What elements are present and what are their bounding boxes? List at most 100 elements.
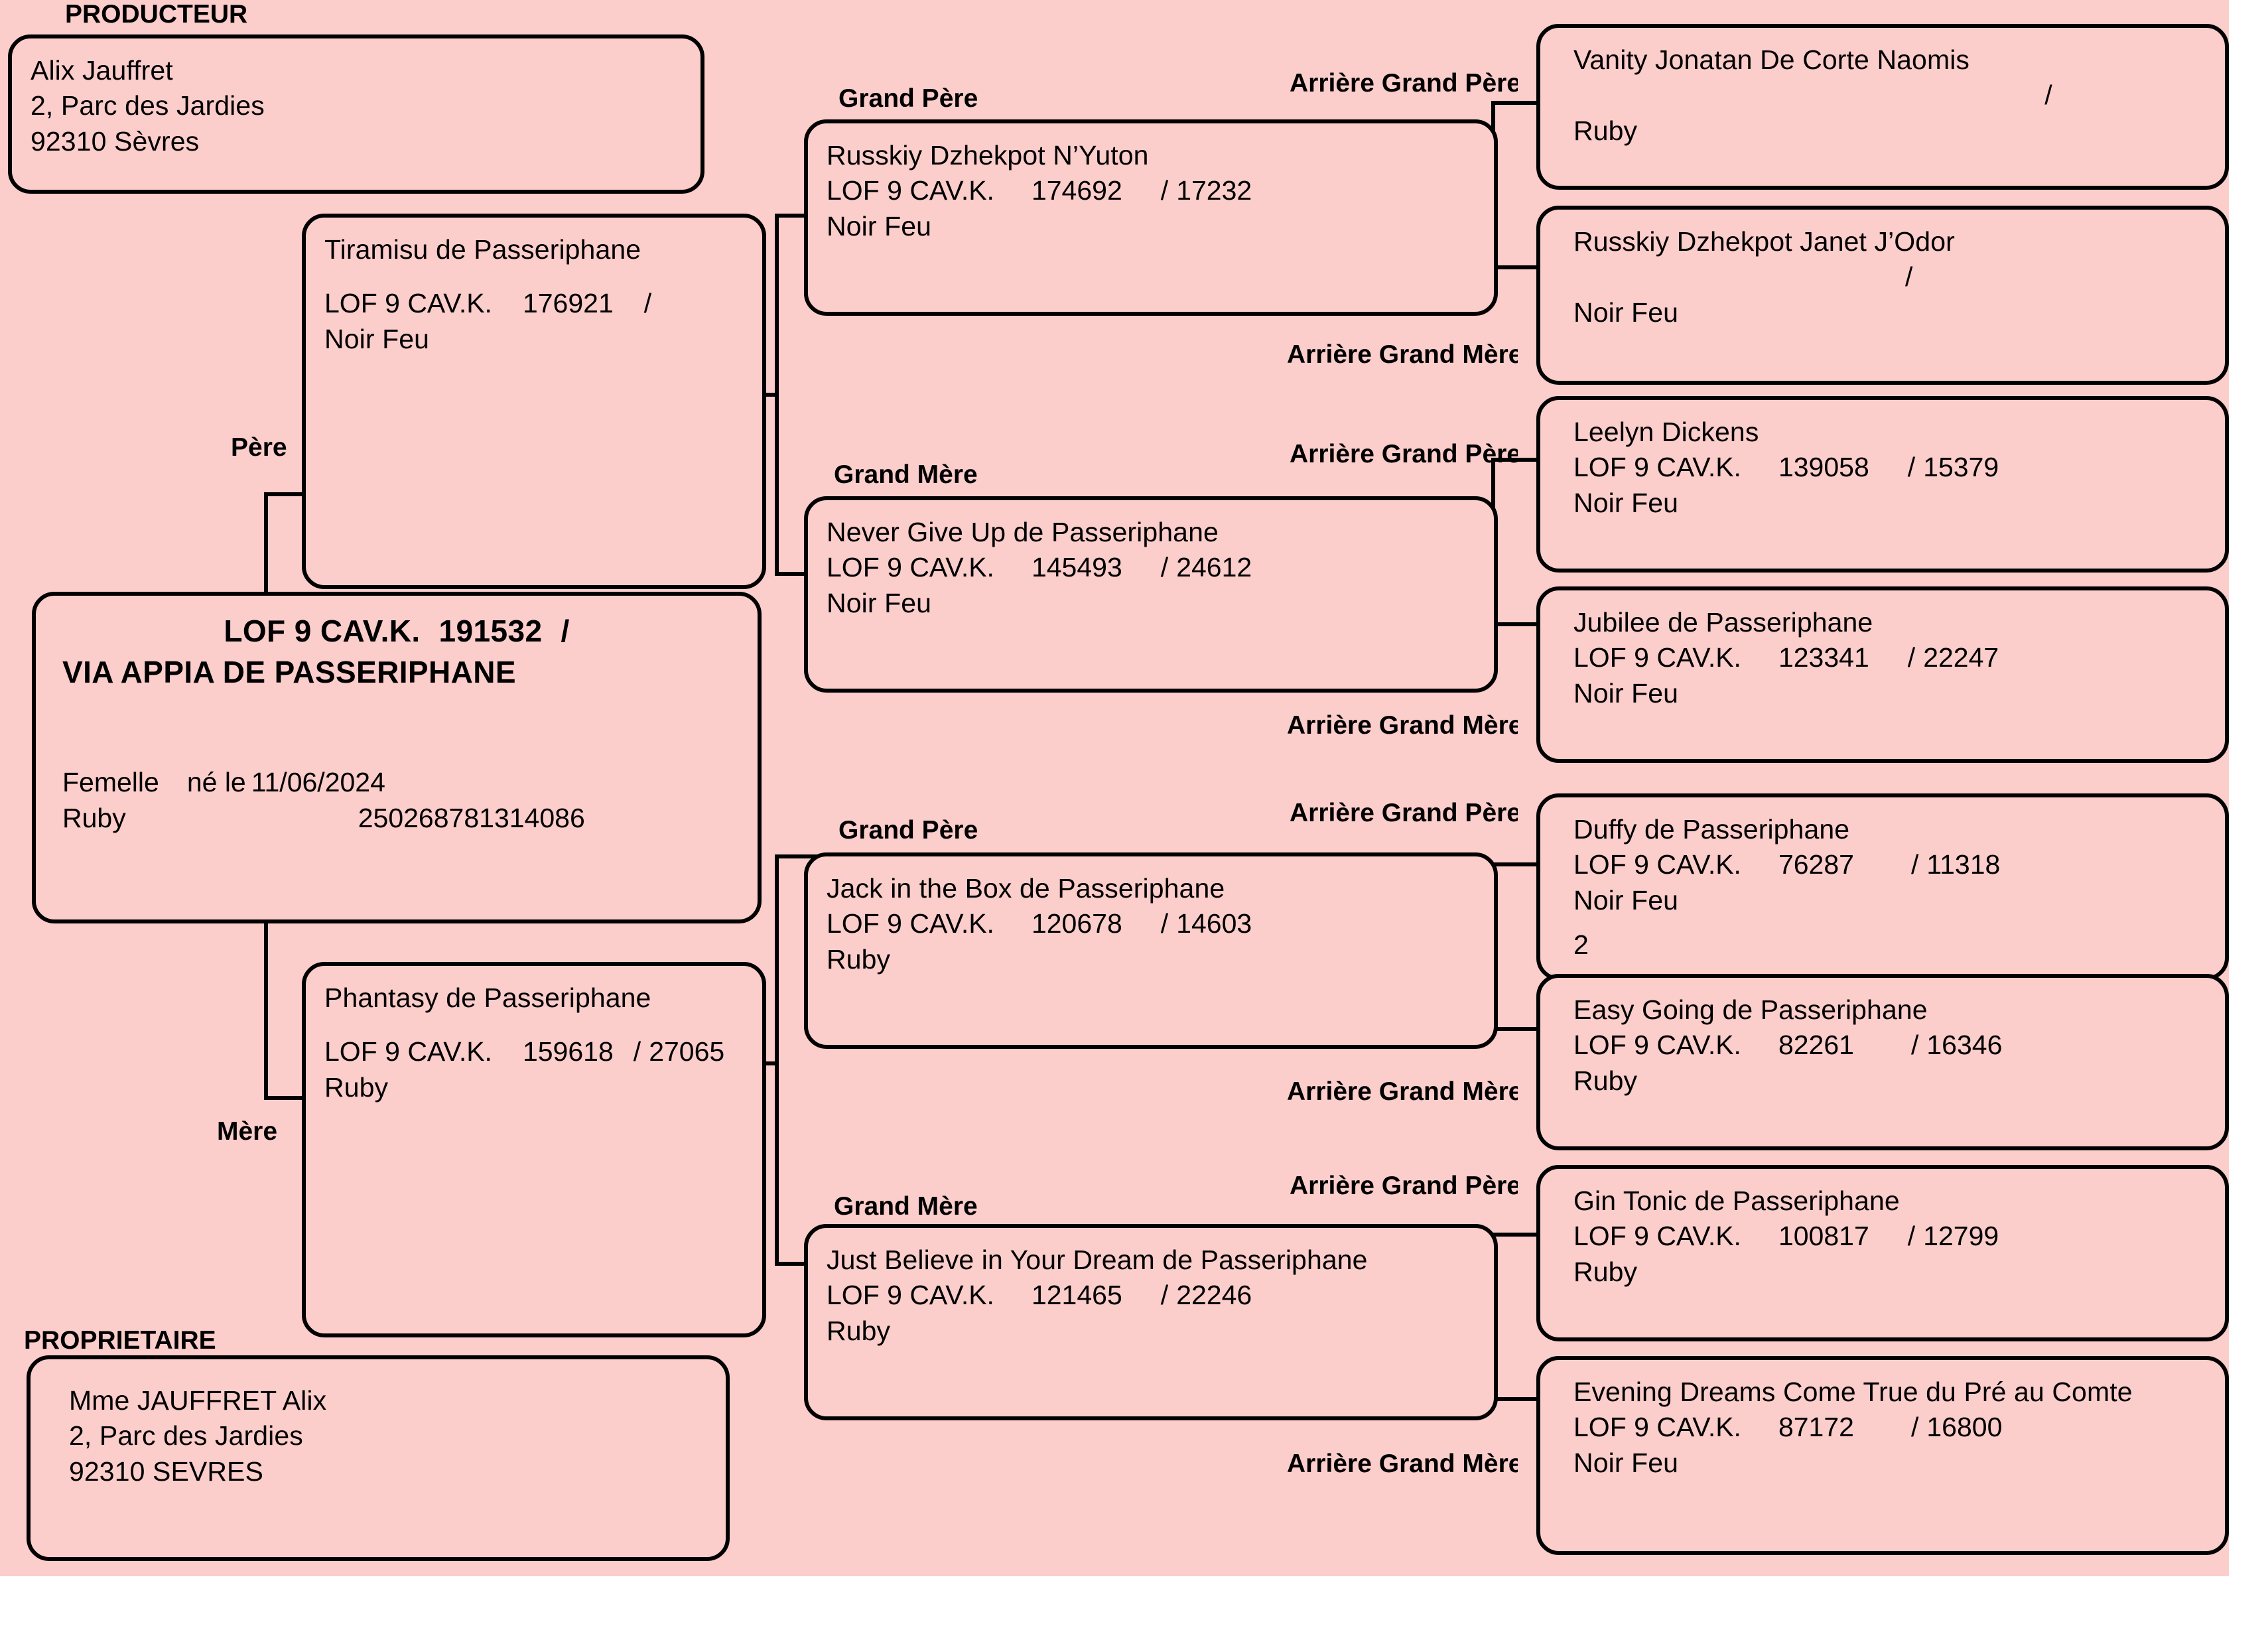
mere-box: Phantasy de Passeriphane LOF 9 CAV.K.159…: [302, 962, 766, 1337]
pere-registry-sep: /: [643, 288, 652, 319]
great-grandparent-3-registry-number: 139058: [1778, 452, 1869, 483]
mere-registry-secondary: 27065: [649, 1036, 725, 1067]
grandparent-4-registry: LOF 9 CAV.K.121465/22246: [827, 1278, 1475, 1313]
subject-color: Ruby: [62, 803, 126, 834]
great-grandparent-7-name: Gin Tonic de Passeriphane: [1573, 1186, 1900, 1216]
great-grandparent-3-registry-secondary: 15379: [1923, 452, 1999, 483]
pere-name: Tiramisu de Passeriphane: [324, 234, 641, 265]
great-grandparent-1-name: Vanity Jonatan De Corte Naomis: [1573, 44, 1970, 75]
great-grandparent-5-color: Noir Feu: [1573, 884, 1679, 915]
great-grandparent-3-registry-sep: /: [1907, 452, 1916, 483]
great-grandparent-5-registry: LOF 9 CAV.K.76287/11318: [1573, 847, 2192, 882]
connector-gp4-to-ggp7: [1491, 1233, 1536, 1237]
mere-color: Ruby: [324, 1071, 389, 1103]
great-grandparent-4-color: Noir Feu: [1573, 677, 1679, 709]
great-grandparent-8-registry-label: LOF 9 CAV.K.: [1573, 1412, 1741, 1443]
great-grandparent-5-registry-label: LOF 9 CAV.K.: [1573, 849, 1741, 880]
great-grandparent-4-registry-secondary: 22247: [1923, 642, 1999, 673]
subject-birth-date: 11/06/2024: [251, 767, 385, 797]
grandparent-3-registry: LOF 9 CAV.K.120678/14603: [827, 906, 1475, 941]
subject-registry-line: LOF 9 CAV.K. 191532 /: [62, 613, 731, 649]
great-grandparent-7-registry: LOF 9 CAV.K.100817/12799: [1573, 1219, 2192, 1254]
mere-label: Mère: [217, 1117, 278, 1146]
great-grandparent-box-2: Russkiy Dzhekpot Janet J’Odor / Noir Feu: [1536, 206, 2229, 385]
grandparent-4-name: Just Believe in Your Dream de Passeripha…: [827, 1245, 1368, 1275]
arriere-grand-pere-label-7: Arrière Grand Père: [1290, 1172, 1518, 1200]
great-grandparent-4-registry: LOF 9 CAV.K.123341/22247: [1573, 640, 2192, 675]
arriere-grand-mere-label-4: Arrière Grand Mère: [1287, 711, 1518, 740]
great-grandparent-7-color: Ruby: [1573, 1256, 1638, 1287]
great-grandparent-5-registry-number: 76287: [1778, 849, 1854, 880]
arriere-grand-mere-label-6: Arrière Grand Mère: [1287, 1077, 1518, 1106]
grandparent-1-registry-secondary: 17232: [1176, 175, 1252, 206]
pere-color: Noir Feu: [324, 323, 430, 354]
grandparent-2-registry-sep: /: [1160, 552, 1169, 583]
producteur-box: Alix Jauffret 2, Parc des Jardies 92310 …: [8, 34, 704, 194]
grandparent-3-registry-sep: /: [1160, 908, 1169, 939]
great-grandparent-6-registry: LOF 9 CAV.K.82261/16346: [1573, 1028, 2192, 1063]
grandparent-1-name: Russkiy Dzhekpot N’Yuton: [827, 140, 1149, 170]
great-grandparent-box-1: Vanity Jonatan De Corte Naomis / Ruby: [1536, 24, 2229, 190]
mere-registry: LOF 9 CAV.K.159618/27065: [324, 1034, 744, 1069]
great-grandparent-8-name: Evening Dreams Come True du Pré au Comte: [1573, 1377, 2133, 1407]
pere-box: Tiramisu de Passeriphane LOF 9 CAV.K. 176…: [302, 214, 766, 589]
grandparent-box-4: Just Believe in Your Dream de Passeripha…: [804, 1224, 1498, 1420]
mere-name: Phantasy de Passeriphane: [324, 982, 651, 1013]
pere-registry-label: LOF 9 CAV.K.: [324, 288, 492, 319]
great-grandparent-3-registry-label: LOF 9 CAV.K.: [1573, 452, 1741, 483]
grandparent-4-color: Ruby: [827, 1315, 891, 1346]
arriere-grand-pere-label-5: Arrière Grand Père: [1290, 799, 1518, 827]
great-grandparent-7-registry-label: LOF 9 CAV.K.: [1573, 1221, 1741, 1252]
great-grandparent-2-registry: /: [1573, 259, 2192, 295]
great-grandparent-6-registry-number: 82261: [1778, 1030, 1854, 1061]
producteur-address: 2, Parc des Jardies: [31, 90, 265, 121]
great-grandparent-1-color: Ruby: [1573, 115, 1638, 146]
great-grandparent-1-registry: /: [1573, 78, 2192, 113]
subject-chip: 250268781314086: [358, 803, 585, 834]
great-grandparent-4-registry-label: LOF 9 CAV.K.: [1573, 642, 1741, 673]
grandparent-2-name: Never Give Up de Passeriphane: [827, 517, 1219, 547]
great-grandparent-2-name: Russkiy Dzhekpot Janet J’Odor: [1573, 226, 1955, 257]
connector-gp2-to-ggp3: [1491, 458, 1536, 462]
great-grandparent-box-5: Duffy de Passeriphane LOF 9 CAV.K.76287/…: [1536, 793, 2229, 981]
producteur-label: PRODUCTEUR: [65, 0, 248, 29]
grandparent-4-registry-sep: /: [1160, 1280, 1169, 1311]
subject-color-chip-line: Ruby 250268781314086: [62, 800, 731, 836]
grandparent-2-registry-label: LOF 9 CAV.K.: [827, 552, 994, 583]
great-grandparent-box-3: Leelyn Dickens LOF 9 CAV.K.139058/15379 …: [1536, 396, 2229, 573]
subject-registry-number: 191532: [438, 614, 543, 648]
great-grandparent-5-registry-secondary: 11318: [1926, 849, 2001, 880]
great-grandparent-6-registry-sep: /: [1910, 1030, 1919, 1061]
great-grandparent-4-name: Jubilee de Passeriphane: [1573, 607, 1873, 638]
pere-registry: LOF 9 CAV.K. 176921 /: [324, 286, 744, 321]
proprietaire-name: Mme JAUFFRET Alix: [69, 1385, 327, 1416]
grandparent-2-registry-number: 145493: [1031, 552, 1122, 583]
mere-registry-sep: /: [633, 1036, 641, 1067]
pere-label: Père: [231, 433, 287, 462]
connector-subject-to-mere: [264, 1096, 337, 1100]
great-grandparent-7-registry-number: 100817: [1778, 1221, 1869, 1252]
grandparent-2-registry: LOF 9 CAV.K.145493/24612: [827, 550, 1475, 585]
grandparent-1-registry-number: 174692: [1031, 175, 1122, 206]
subject-registry-label: LOF 9 CAV.K.: [224, 614, 421, 648]
grandparent-box-2: Never Give Up de Passeriphane LOF 9 CAV.…: [804, 496, 1498, 693]
grand-mere-label-2: Grand Mère: [834, 460, 978, 489]
arriere-grand-pere-label-1: Arrière Grand Père: [1290, 69, 1518, 98]
proprietaire-box: Mme JAUFFRET Alix 2, Parc des Jardies 92…: [27, 1355, 730, 1561]
producteur-name: Alix Jauffret: [31, 55, 173, 86]
connector-gp4-to-ggp8: [1491, 1397, 1536, 1401]
arriere-grand-mere-label-2: Arrière Grand Mère: [1287, 340, 1518, 369]
grand-pere-label-3: Grand Père: [838, 816, 978, 845]
grandparent-box-1: Russkiy Dzhekpot N’Yuton LOF 9 CAV.K. 174…: [804, 119, 1498, 316]
great-grandparent-1-registry-sep: /: [2044, 80, 2052, 111]
subject-registry-sep: /: [561, 614, 570, 648]
grandparent-3-registry-label: LOF 9 CAV.K.: [827, 908, 994, 939]
pere-registry-number: 176921: [522, 288, 614, 319]
grandparent-1-registry-label: LOF 9 CAV.K.: [827, 175, 994, 206]
great-grandparent-3-registry: LOF 9 CAV.K. 139058 /15379: [1573, 450, 2192, 485]
arriere-grand-pere-label-3: Arrière Grand Père: [1290, 440, 1518, 468]
pere-spacer: [324, 267, 744, 286]
great-grandparent-5-extra: 2: [1573, 929, 1589, 960]
connector-gp2-to-ggp4: [1491, 622, 1536, 626]
